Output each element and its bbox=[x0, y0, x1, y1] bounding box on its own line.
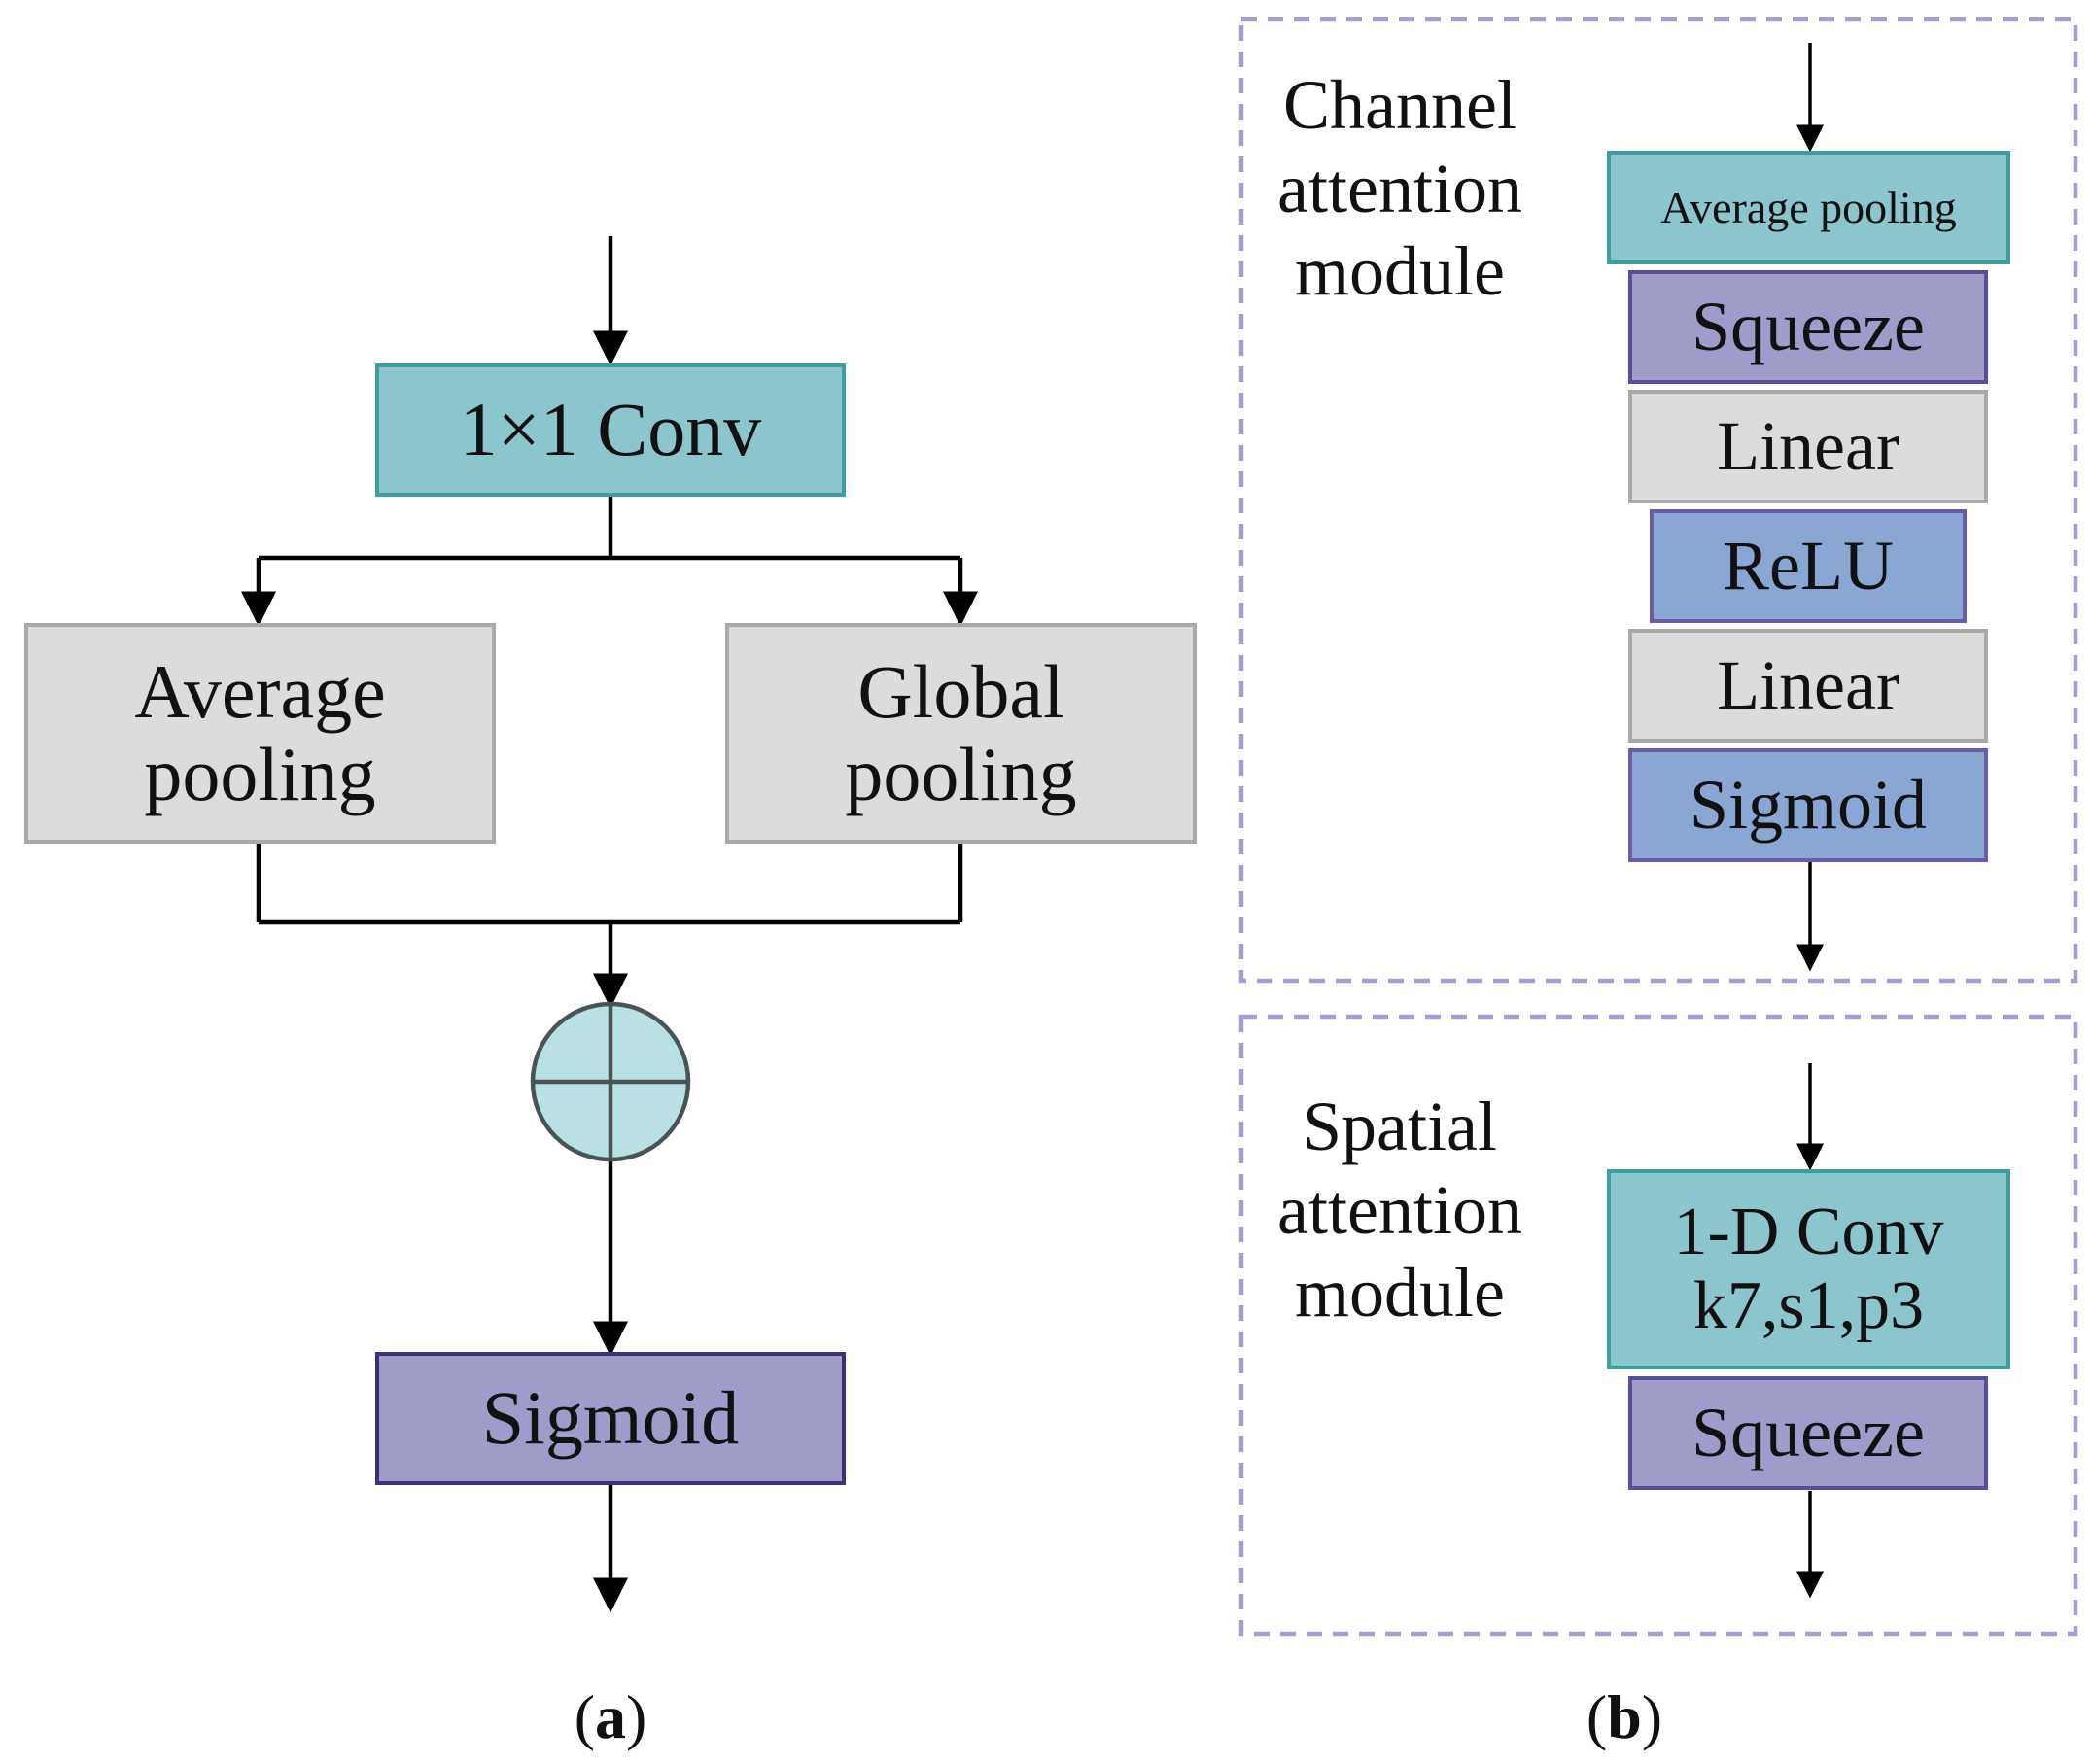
spatial-conv-line-2: k7,s1,p3 bbox=[1692, 1268, 1925, 1343]
channel-sigmoid-label: Sigmoid bbox=[1689, 765, 1928, 844]
channel-average-pooling-box: Average pooling bbox=[1607, 151, 2010, 264]
spatial-module-title: Spatial attention module bbox=[1277, 1088, 1522, 1332]
channel-module-frame bbox=[1238, 17, 2078, 984]
average-pooling-line-1: Average bbox=[134, 649, 386, 735]
channel-sigmoid-box: Sigmoid bbox=[1628, 748, 1988, 862]
spatial-squeeze-box: Squeeze bbox=[1628, 1376, 1988, 1490]
channel-relu-box: ReLU bbox=[1650, 509, 1967, 623]
average-pooling-line-2: pooling bbox=[144, 731, 376, 816]
channel-squeeze-box: Squeeze bbox=[1628, 270, 1988, 384]
channel-squeeze-label: Squeeze bbox=[1691, 287, 1925, 365]
global-pooling-line-1: Global bbox=[857, 649, 1064, 735]
average-pooling-box: Average pooling bbox=[24, 623, 496, 844]
spatial-squeeze-label: Squeeze bbox=[1691, 1393, 1925, 1471]
conv-1x1-label: 1×1 Conv bbox=[459, 387, 762, 472]
caption-a: (a) bbox=[574, 1682, 647, 1751]
circled-plus-icon bbox=[530, 1001, 691, 1162]
channel-linear-box-2: Linear bbox=[1628, 629, 1988, 743]
channel-average-pooling-label: Average pooling bbox=[1660, 182, 1957, 232]
global-pooling-line-2: pooling bbox=[845, 731, 1077, 816]
spatial-conv-box: 1-D Conv k7,s1,p3 bbox=[1607, 1169, 2010, 1369]
channel-relu-label: ReLU bbox=[1723, 526, 1894, 605]
spatial-module-frame bbox=[1238, 1014, 2078, 1637]
sigmoid-label-a: Sigmoid bbox=[481, 1375, 740, 1461]
caption-b: (b) bbox=[1586, 1682, 1663, 1751]
conv-1x1-box: 1×1 Conv bbox=[375, 363, 846, 497]
sigmoid-box-a: Sigmoid bbox=[375, 1352, 846, 1485]
channel-linear-box-1: Linear bbox=[1628, 390, 1988, 503]
panel-a-connectors bbox=[241, 236, 978, 1613]
global-pooling-box: Global pooling bbox=[725, 623, 1197, 844]
channel-linear-label-1: Linear bbox=[1717, 406, 1899, 485]
channel-module-title: Channel attention module bbox=[1277, 66, 1522, 311]
channel-linear-label-2: Linear bbox=[1717, 645, 1899, 724]
spatial-conv-line-1: 1-D Conv bbox=[1673, 1194, 1944, 1270]
